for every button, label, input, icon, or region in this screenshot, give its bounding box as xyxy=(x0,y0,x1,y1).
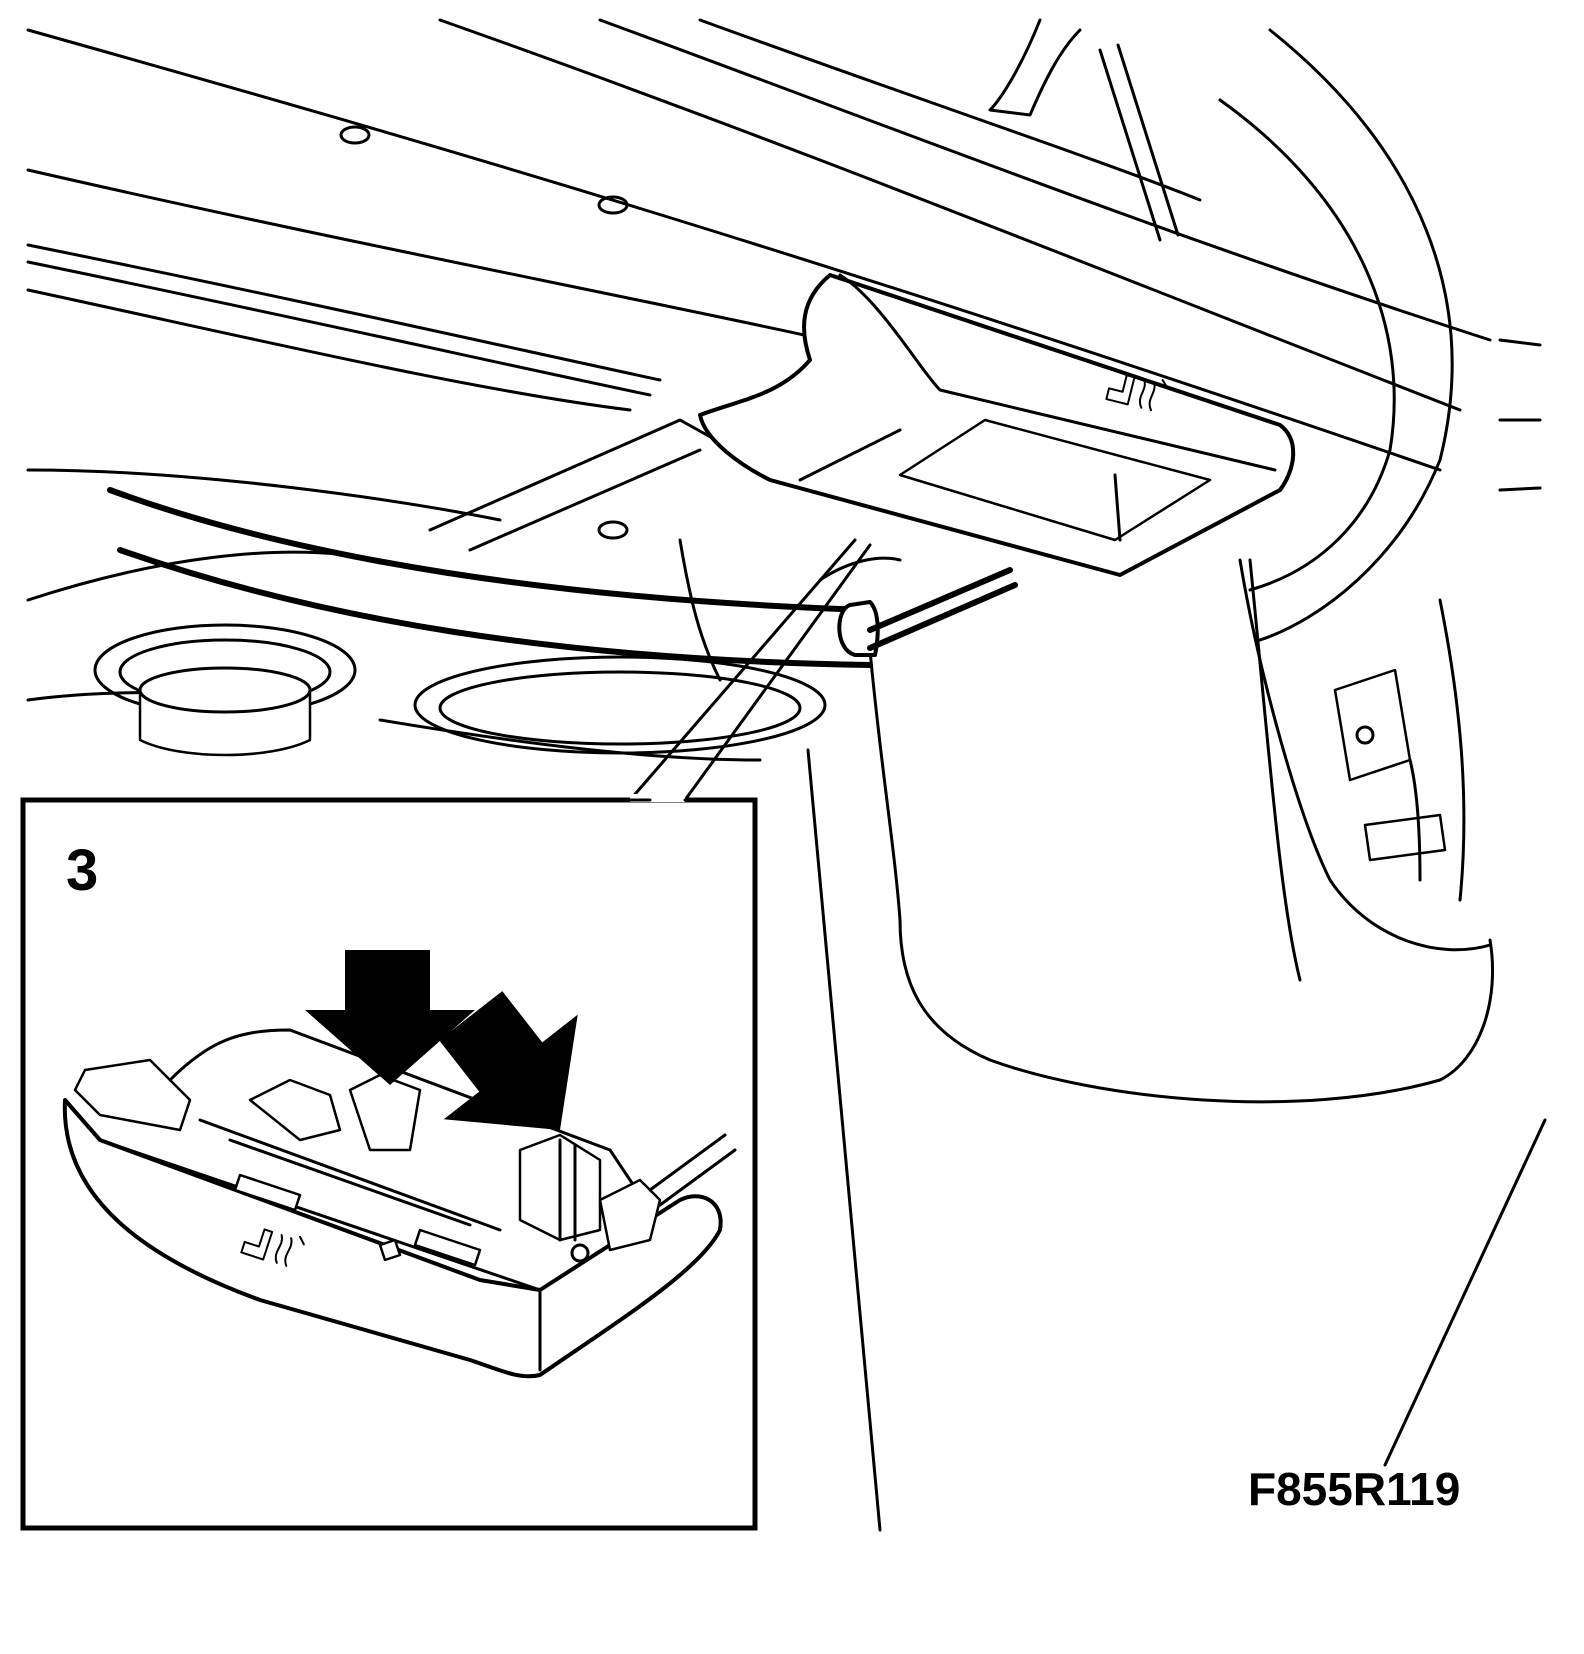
step-number: 3 xyxy=(66,838,98,903)
seat-heating-icon xyxy=(1105,374,1169,412)
arrow-down-icon xyxy=(439,991,578,1130)
figure-code: F855R119 xyxy=(1248,1463,1460,1515)
seat-heating-icon xyxy=(240,1228,305,1267)
arrow-down-icon xyxy=(305,950,475,1085)
detail-inset: 3 xyxy=(20,794,758,1531)
main-view xyxy=(26,18,1547,1532)
